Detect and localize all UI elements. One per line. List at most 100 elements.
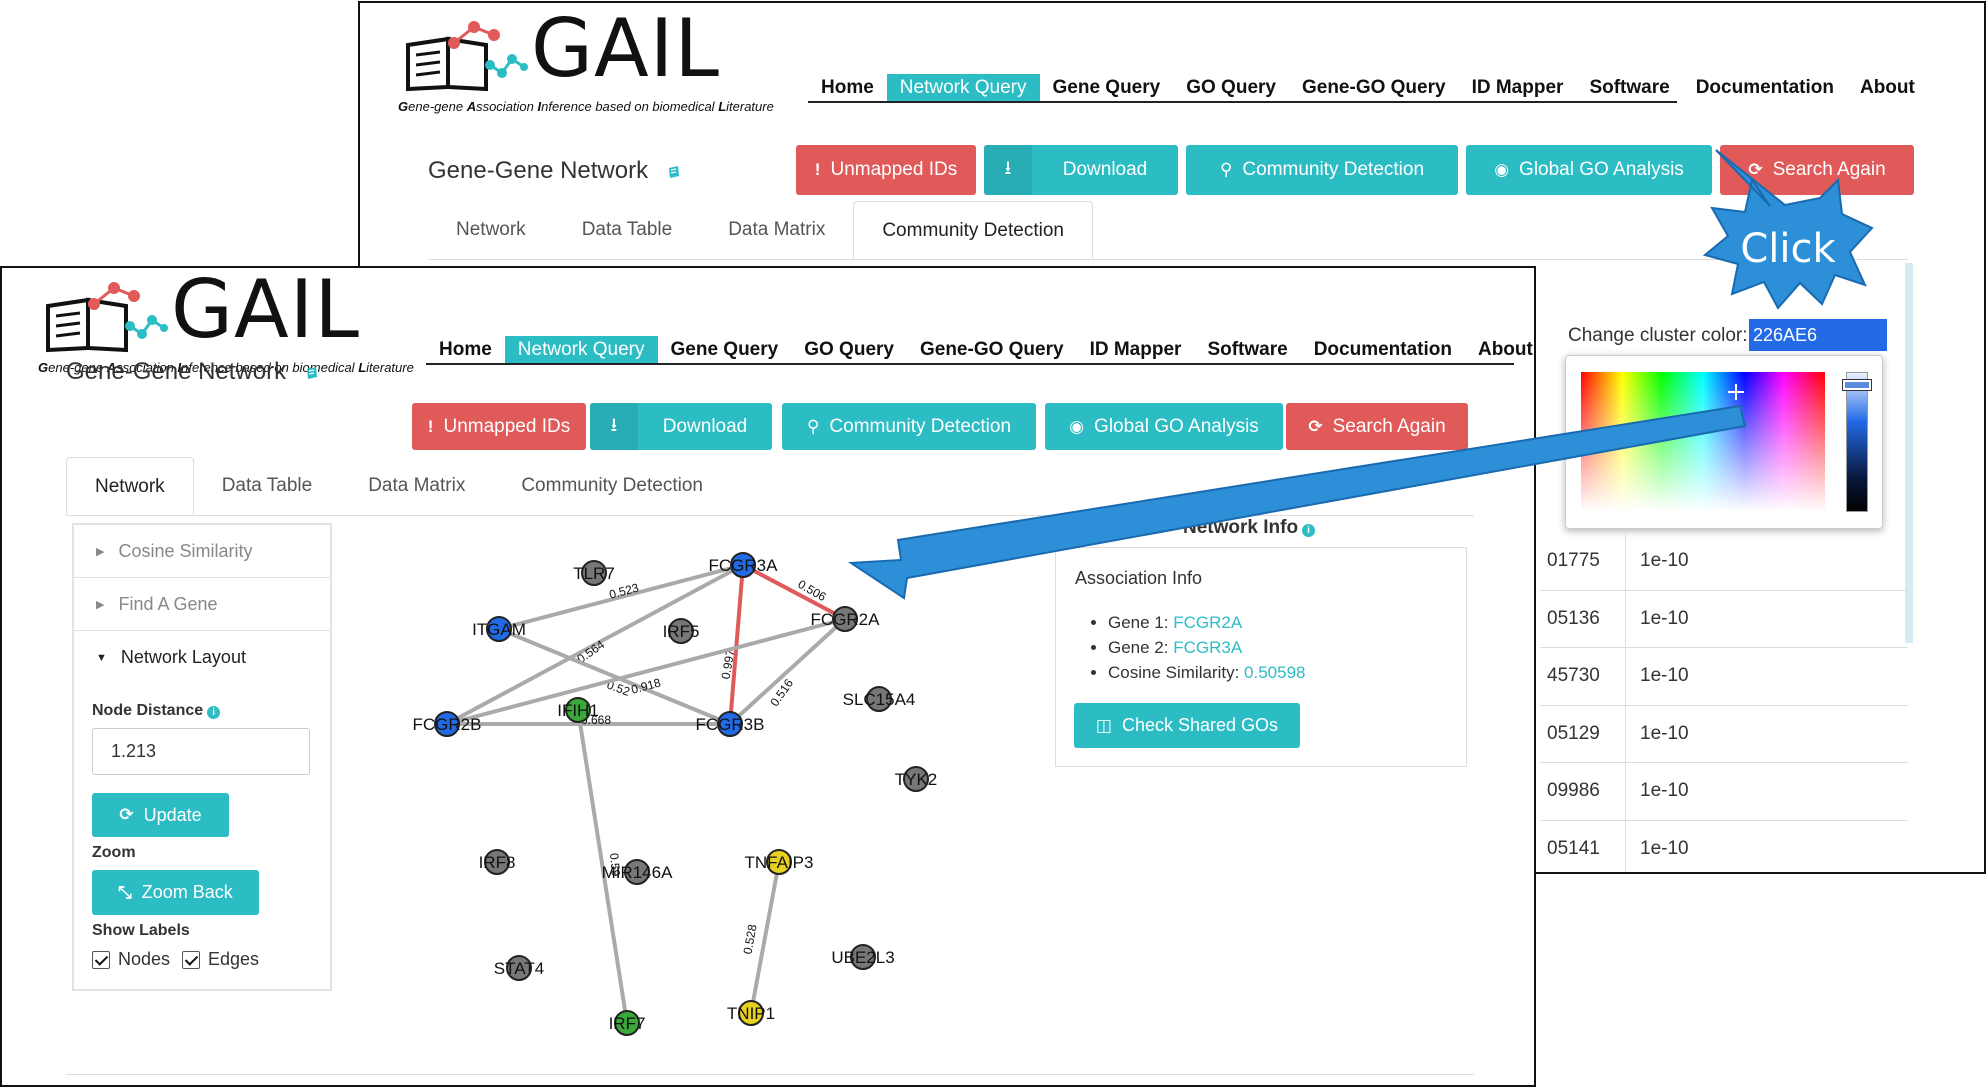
graph-node[interactable] (434, 711, 460, 737)
unmapped-ids-button[interactable]: !Unmapped IDs (412, 403, 586, 450)
nav-network-query[interactable]: Network Query (886, 74, 1040, 101)
graph-edge[interactable] (742, 563, 846, 621)
bottom-divider (66, 1074, 1474, 1075)
zoom-back-button[interactable]: ⤡Zoom Back (92, 870, 259, 915)
graph-node[interactable] (730, 552, 756, 578)
nav-gene-go-query[interactable]: Gene-GO Query (1301, 77, 1446, 98)
graph-edge[interactable] (749, 861, 781, 1014)
tab-network[interactable]: Network (66, 457, 194, 515)
color-picker-hue-slider[interactable] (1846, 372, 1868, 512)
graph-node[interactable] (486, 616, 512, 642)
graph-edge[interactable] (446, 617, 846, 726)
graph-edge[interactable] (728, 564, 745, 725)
click-burst-shape (1702, 149, 1874, 310)
edges-checkbox[interactable]: Edges (182, 949, 259, 970)
community-detection-button[interactable]: ⚲Community Detection (1186, 145, 1458, 195)
color-picker-crosshair-icon[interactable] (1728, 384, 1744, 400)
nodes-checkbox[interactable]: Nodes (92, 949, 170, 970)
graph-edge[interactable] (498, 563, 744, 631)
community-detection-button[interactable]: ⚲Community Detection (782, 403, 1036, 450)
graph-node[interactable] (484, 849, 510, 875)
cosine-similarity-section[interactable]: ▶Cosine Similarity (74, 525, 330, 578)
info-icon[interactable]: i (207, 706, 221, 719)
unmapped-ids-button[interactable]: !Unmapped IDs (796, 145, 976, 195)
search-again-button[interactable]: ⟳Search Again (1286, 403, 1468, 450)
tab-data-table[interactable]: Data Table (221, 475, 313, 496)
graph-node[interactable] (668, 618, 694, 644)
nav-home[interactable]: Home (439, 339, 492, 360)
tab-network[interactable]: Network (456, 219, 526, 240)
node-distance-input[interactable]: 1.213 (92, 728, 310, 775)
graph-node[interactable] (850, 944, 876, 970)
page-title: Gene-Gene Network (66, 358, 319, 386)
graph-edge[interactable] (728, 617, 847, 726)
cosine-similarity-label: Cosine Similarity (118, 540, 253, 561)
compress-icon: ⤡ (118, 882, 132, 902)
node-label: UBE2L3 (831, 948, 894, 967)
tab-community-detection[interactable]: Community Detection (521, 475, 703, 496)
tagline-part: G (38, 360, 49, 375)
nav-go-query[interactable]: GO Query (804, 339, 894, 360)
tab-data-matrix[interactable]: Data Matrix (728, 219, 826, 240)
p-value-cell: 1e-10 (1640, 722, 1689, 744)
graph-node[interactable] (738, 1000, 764, 1026)
graph-node[interactable] (717, 711, 743, 737)
graph-edge[interactable] (576, 709, 629, 1024)
nav-id-mapper[interactable]: ID Mapper (1089, 339, 1182, 360)
graph-node[interactable] (581, 560, 607, 586)
book-icon[interactable] (667, 165, 681, 179)
graph-node[interactable] (614, 1010, 640, 1036)
network-layout-section[interactable]: ▼Network Layout (74, 631, 330, 684)
nav-documentation[interactable]: Documentation (1313, 339, 1452, 360)
graph-node[interactable] (565, 697, 591, 723)
info-icon[interactable]: i (1302, 524, 1316, 537)
nav-network-query[interactable]: Network Query (504, 336, 658, 363)
download-button[interactable]: ⭳Download (984, 145, 1178, 195)
hue-slider-handle[interactable] (1842, 379, 1872, 391)
nav-about[interactable]: About (1859, 77, 1915, 98)
tagline-part: ssociation (116, 360, 178, 375)
nav-go-query[interactable]: GO Query (1186, 77, 1276, 98)
check-shared-gos-button[interactable]: ◫Check Shared GOs (1074, 703, 1300, 748)
graph-edge[interactable] (498, 627, 731, 726)
nav-software[interactable]: Software (1589, 77, 1670, 98)
node-label: IRF7 (609, 1014, 646, 1033)
graph-node[interactable] (624, 859, 650, 885)
main-nav: Home Network Query Gene Query GO Query Gene-… (808, 74, 1915, 103)
nav-id-mapper[interactable]: ID Mapper (1471, 77, 1564, 98)
graph-edge[interactable] (446, 563, 744, 726)
cosine-item: Cosine Similarity: 0.50598 (1108, 660, 1306, 685)
global-go-analysis-button[interactable]: ◉Global GO Analysis (1045, 403, 1283, 450)
nav-software[interactable]: Software (1207, 339, 1288, 360)
nav-home[interactable]: Home (821, 77, 874, 98)
global-go-analysis-button[interactable]: ◉Global GO Analysis (1466, 145, 1712, 195)
graph-node[interactable] (832, 606, 858, 632)
gene1-link[interactable]: FCGR2A (1173, 613, 1243, 632)
book-icon[interactable] (305, 366, 319, 380)
gene2-link[interactable]: FCGR3A (1173, 638, 1243, 657)
cluster-color-input[interactable]: 226AE6 (1749, 319, 1887, 351)
graph-node[interactable] (903, 766, 929, 792)
nav-gene-query[interactable]: Gene Query (670, 339, 779, 360)
nav-about[interactable]: About (1477, 339, 1533, 360)
graph-node[interactable] (506, 955, 532, 981)
download-button[interactable]: ⭳Download (590, 403, 772, 450)
scrollbar[interactable] (1905, 263, 1913, 643)
nav-gene-go-query[interactable]: Gene-GO Query (919, 339, 1064, 360)
book-network-logo-icon (46, 282, 168, 353)
update-button[interactable]: ⟳Update (92, 793, 229, 837)
find-a-gene-section[interactable]: ▶Find A Gene (74, 578, 330, 631)
node-label: MIR146A (602, 863, 674, 882)
graph-node[interactable] (866, 686, 892, 712)
tab-data-table[interactable]: Data Table (581, 219, 673, 240)
tab-data-matrix[interactable]: Data Matrix (368, 475, 466, 496)
graph-node[interactable] (766, 849, 792, 875)
tab-community-detection[interactable]: Community Detection (853, 201, 1093, 259)
nav-gene-query[interactable]: Gene Query (1052, 77, 1161, 98)
nav-documentation[interactable]: Documentation (1695, 77, 1834, 98)
